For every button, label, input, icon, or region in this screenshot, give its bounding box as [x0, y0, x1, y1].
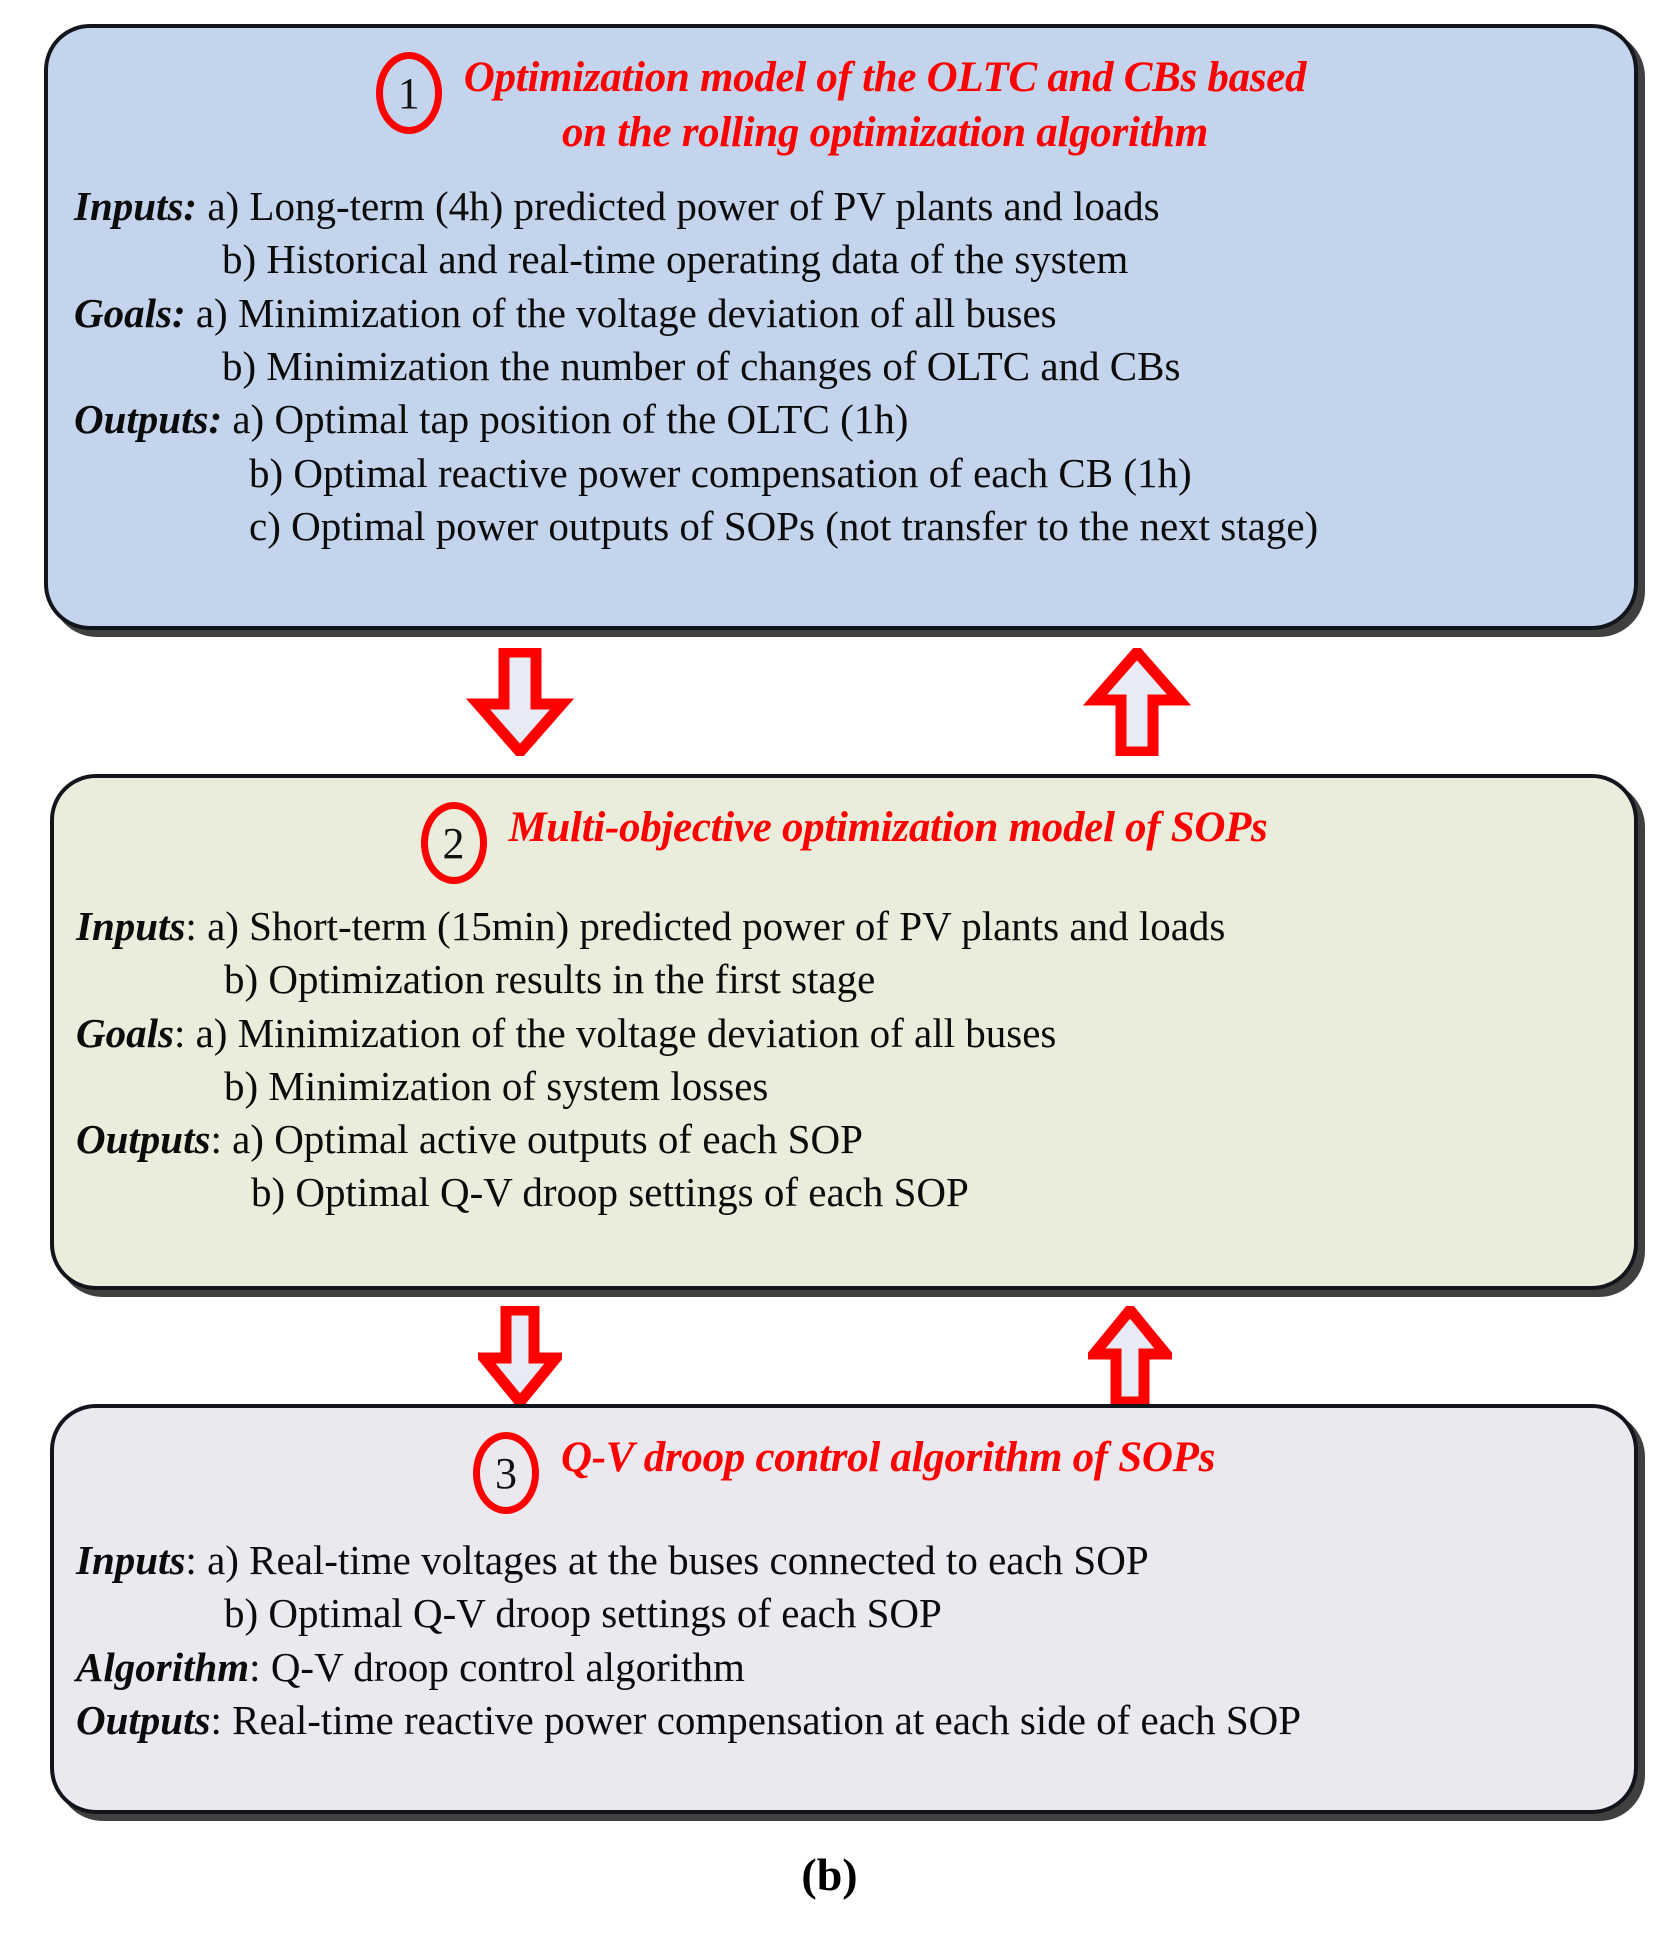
stage-1-line-6: b) Optimal reactive power compensation o… [74, 447, 1634, 500]
stage-1-body: Inputs: a) Long-term (4h) predicted powe… [48, 160, 1634, 553]
stage-1-line-1-label: Inputs: [74, 183, 198, 230]
stage-1-title: Optimization model of the OLTC and CBs b… [464, 50, 1307, 160]
stage-2-line-2-text: b) Optimization results in the first sta… [224, 956, 876, 1003]
arrow-up-stage2-to-stage1 [1083, 648, 1191, 756]
stage-2-title-line-1: Multi-objective optimization model of SO… [508, 804, 1268, 851]
stage-3-line-1-text: : a) Real-time voltages at the buses con… [185, 1537, 1149, 1583]
stage-2-line-1-label: Inputs [76, 903, 186, 949]
stage-3-number-badge: 3 [472, 1432, 539, 1514]
stage-1-line-3: Goals: a) Minimization of the voltage de… [74, 287, 1634, 340]
stage-3-title: Q-V droop control algorithm of SOPs [561, 1430, 1215, 1485]
arrow-down-stage2-to-stage3 [478, 1306, 562, 1406]
stage-2-line-4-text: b) Minimization of system losses [224, 1062, 769, 1109]
arrow-down-stage1-to-stage2 [466, 648, 574, 756]
stage-2-line-3: Goals: a) Minimization of the voltage de… [76, 1007, 1634, 1060]
stage-3-line-2-text: b) Optimal Q-V droop settings of each SO… [224, 1590, 942, 1637]
stage-2-line-3-text: : a) Minimization of the voltage deviati… [173, 1009, 1057, 1056]
stage-3-title-line-1: Q-V droop control algorithm of SOPs [560, 1434, 1216, 1481]
stage-1-title-line-1: Optimization model of the OLTC and CBs b… [463, 54, 1307, 101]
stage-2-title-row: 2 Multi-objective optimization model of … [54, 778, 1634, 884]
stage-3-line-2: b) Optimal Q-V droop settings of each SO… [76, 1587, 1634, 1640]
stage-2-box: 2 Multi-objective optimization model of … [50, 774, 1638, 1290]
stage-3-line-1-label: Inputs [76, 1537, 186, 1583]
stage-2-line-5-label: Outputs [76, 1116, 211, 1163]
stage-2-line-4: b) Minimization of system losses [76, 1060, 1634, 1113]
stage-1-line-4: b) Minimization the number of changes of… [74, 340, 1634, 393]
stage-3-line-4-label: Outputs [76, 1696, 211, 1743]
stage-1-line-3-label: Goals: [74, 289, 186, 336]
arrow-up-stage3-to-stage2 [1088, 1306, 1172, 1406]
stage-3-line-4-text: : Real-time reactive power compensation … [210, 1696, 1302, 1743]
stage-3-line-3-label: Algorithm [76, 1643, 250, 1690]
stage-1-line-6-text: b) Optimal reactive power compensation o… [249, 449, 1192, 496]
stage-1-line-7-text: c) Optimal power outputs of SOPs (not tr… [249, 502, 1319, 549]
stage-1-box: 1 Optimization model of the OLTC and CBs… [44, 24, 1638, 630]
stage-3-line-3: Algorithm: Q-V droop control algorithm [76, 1641, 1634, 1694]
stage-2-line-5-text: : a) Optimal active outputs of each SOP [210, 1116, 863, 1163]
stage-3-title-row: 3 Q-V droop control algorithm of SOPs [54, 1408, 1634, 1514]
stage-1-line-2-text: b) Historical and real-time operating da… [222, 236, 1129, 283]
stage-1-line-3-text: a) Minimization of the voltage deviation… [185, 289, 1057, 336]
stage-2-line-3-label: Goals [76, 1009, 174, 1056]
stage-3-body: Inputs: a) Real-time voltages at the bus… [54, 1514, 1634, 1747]
stage-2-line-2: b) Optimization results in the first sta… [76, 953, 1634, 1006]
stage-1-line-1: Inputs: a) Long-term (4h) predicted powe… [74, 180, 1634, 233]
stage-1-line-1-text: a) Long-term (4h) predicted power of PV … [197, 183, 1160, 230]
stage-1-line-5-text: a) Optimal tap position of the OLTC (1h) [222, 396, 909, 443]
stage-1-number-badge: 1 [375, 52, 442, 134]
stage-2-number: 2 [442, 818, 465, 868]
stage-2-title: Multi-objective optimization model of SO… [509, 800, 1268, 855]
stage-1-number: 1 [397, 68, 420, 118]
stage-3-line-1: Inputs: a) Real-time voltages at the bus… [76, 1534, 1634, 1587]
stage-3-box: 3 Q-V droop control algorithm of SOPs In… [50, 1404, 1638, 1814]
stage-2-line-1: Inputs: a) Short-term (15min) predicted … [76, 900, 1634, 953]
stage-3-line-3-text: : Q-V droop control algorithm [249, 1643, 745, 1690]
stage-3-number: 3 [494, 1448, 517, 1498]
circle-outline-icon [420, 802, 487, 884]
stage-3-line-4: Outputs: Real-time reactive power compen… [76, 1694, 1634, 1747]
stage-2-body: Inputs: a) Short-term (15min) predicted … [54, 884, 1634, 1220]
stage-1-line-5-label: Outputs: [74, 396, 223, 443]
stage-2-line-5: Outputs: a) Optimal active outputs of ea… [76, 1113, 1634, 1166]
stage-2-number-badge: 2 [420, 802, 487, 884]
stage-2-line-6-text: b) Optimal Q-V droop settings of each SO… [251, 1169, 969, 1216]
figure-caption: (b) [801, 1849, 858, 1900]
circle-outline-icon [375, 52, 442, 134]
stage-2-line-1-text: : a) Short-term (15min) predicted power … [185, 903, 1226, 949]
stage-1-title-line-2: on the rolling optimization algorithm [561, 109, 1208, 157]
stage-1-line-7: c) Optimal power outputs of SOPs (not tr… [74, 500, 1634, 553]
stage-1-line-4-text: b) Minimization the number of changes of… [222, 342, 1181, 389]
stage-1-line-5: Outputs: a) Optimal tap position of the … [74, 393, 1634, 446]
stage-1-title-row: 1 Optimization model of the OLTC and CBs… [48, 28, 1634, 160]
circle-outline-icon [472, 1432, 539, 1514]
stage-2-line-6: b) Optimal Q-V droop settings of each SO… [76, 1166, 1634, 1219]
stage-1-line-2: b) Historical and real-time operating da… [74, 233, 1634, 286]
